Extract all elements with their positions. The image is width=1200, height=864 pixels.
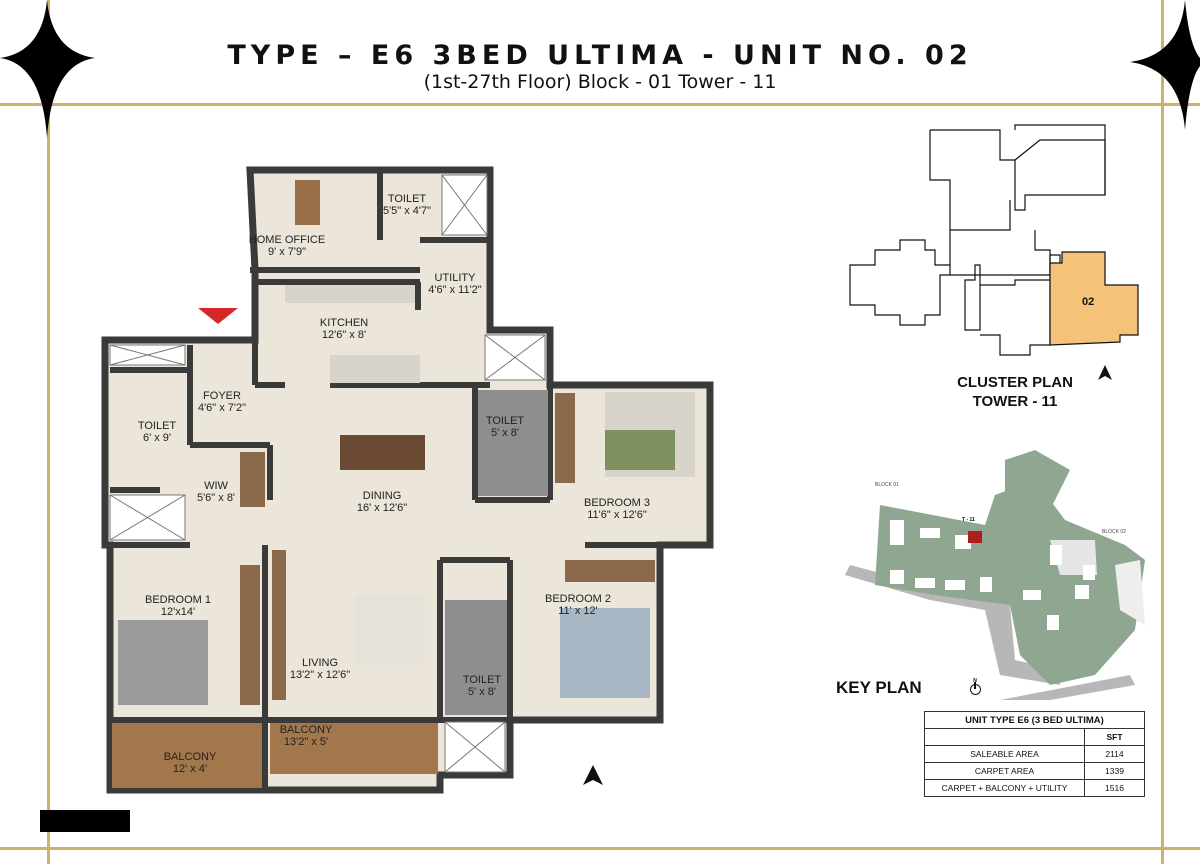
wardrobe	[240, 565, 260, 705]
bed-3-blanket	[605, 430, 675, 470]
right-border	[1161, 0, 1164, 864]
star-icon	[1130, 0, 1200, 130]
balcony-1-floor	[112, 722, 265, 788]
area-table-unit-header: SFT	[1084, 728, 1145, 746]
cluster-plan	[849, 124, 1139, 380]
block-01-label: BLOCK 01	[875, 482, 899, 488]
tower-11-label: T - 11	[962, 517, 975, 523]
area-table-blank-header	[924, 728, 1085, 746]
row-value: 1339	[1084, 762, 1145, 780]
bottom-divider	[0, 847, 1200, 850]
sofa	[355, 595, 425, 665]
block-02-label: BLOCK 02	[1102, 529, 1126, 535]
furniture	[118, 180, 695, 715]
page-subtitle: (1st-27th Floor) Block - 01 Tower - 11	[423, 71, 777, 93]
tv-unit	[272, 550, 286, 700]
cluster-unit-label: 02	[1082, 296, 1095, 308]
bed-2	[560, 608, 650, 698]
key-plan-map	[845, 450, 1145, 700]
balcony-2-floor	[270, 722, 438, 774]
area-table: UNIT TYPE E6 (3 BED ULTIMA) SFT SALEABLE…	[924, 711, 1145, 797]
wardrobe	[565, 560, 655, 582]
key-plan-heading: KEY PLAN	[836, 678, 922, 697]
kitchen-counter	[285, 285, 415, 303]
dining-table	[340, 435, 425, 470]
row-value: 1516	[1084, 779, 1145, 797]
desk	[295, 180, 320, 225]
row-label: SALEABLE AREA	[924, 745, 1085, 763]
star-icon	[0, 0, 95, 138]
wardrobe	[240, 452, 265, 507]
left-border	[47, 0, 50, 864]
bathroom-floor	[445, 600, 507, 715]
row-label: CARPET + BALCONY + UTILITY	[924, 779, 1085, 797]
top-divider	[0, 103, 1200, 106]
kitchen-counter	[330, 355, 420, 383]
entry-marker-icon	[198, 308, 238, 324]
north-arrow-icon	[583, 765, 603, 785]
bed-1	[118, 620, 208, 705]
row-label: CARPET AREA	[924, 762, 1085, 780]
tower-11-marker	[968, 531, 982, 543]
wardrobe	[555, 393, 575, 483]
row-value: 2114	[1084, 745, 1145, 763]
floor-plan	[101, 166, 714, 794]
area-table-title: UNIT TYPE E6 (3 BED ULTIMA)	[924, 711, 1145, 729]
interior-walls	[110, 170, 710, 790]
north-arrow-icon	[1098, 365, 1112, 380]
unit-02-highlight	[1049, 251, 1139, 346]
black-bar	[40, 810, 130, 832]
page-title: TYPE – E6 3BED ULTIMA - UNIT NO. 02	[227, 40, 973, 71]
north-compass-icon: N	[968, 678, 982, 695]
shafts	[109, 174, 546, 773]
bathroom-floor	[478, 390, 548, 496]
